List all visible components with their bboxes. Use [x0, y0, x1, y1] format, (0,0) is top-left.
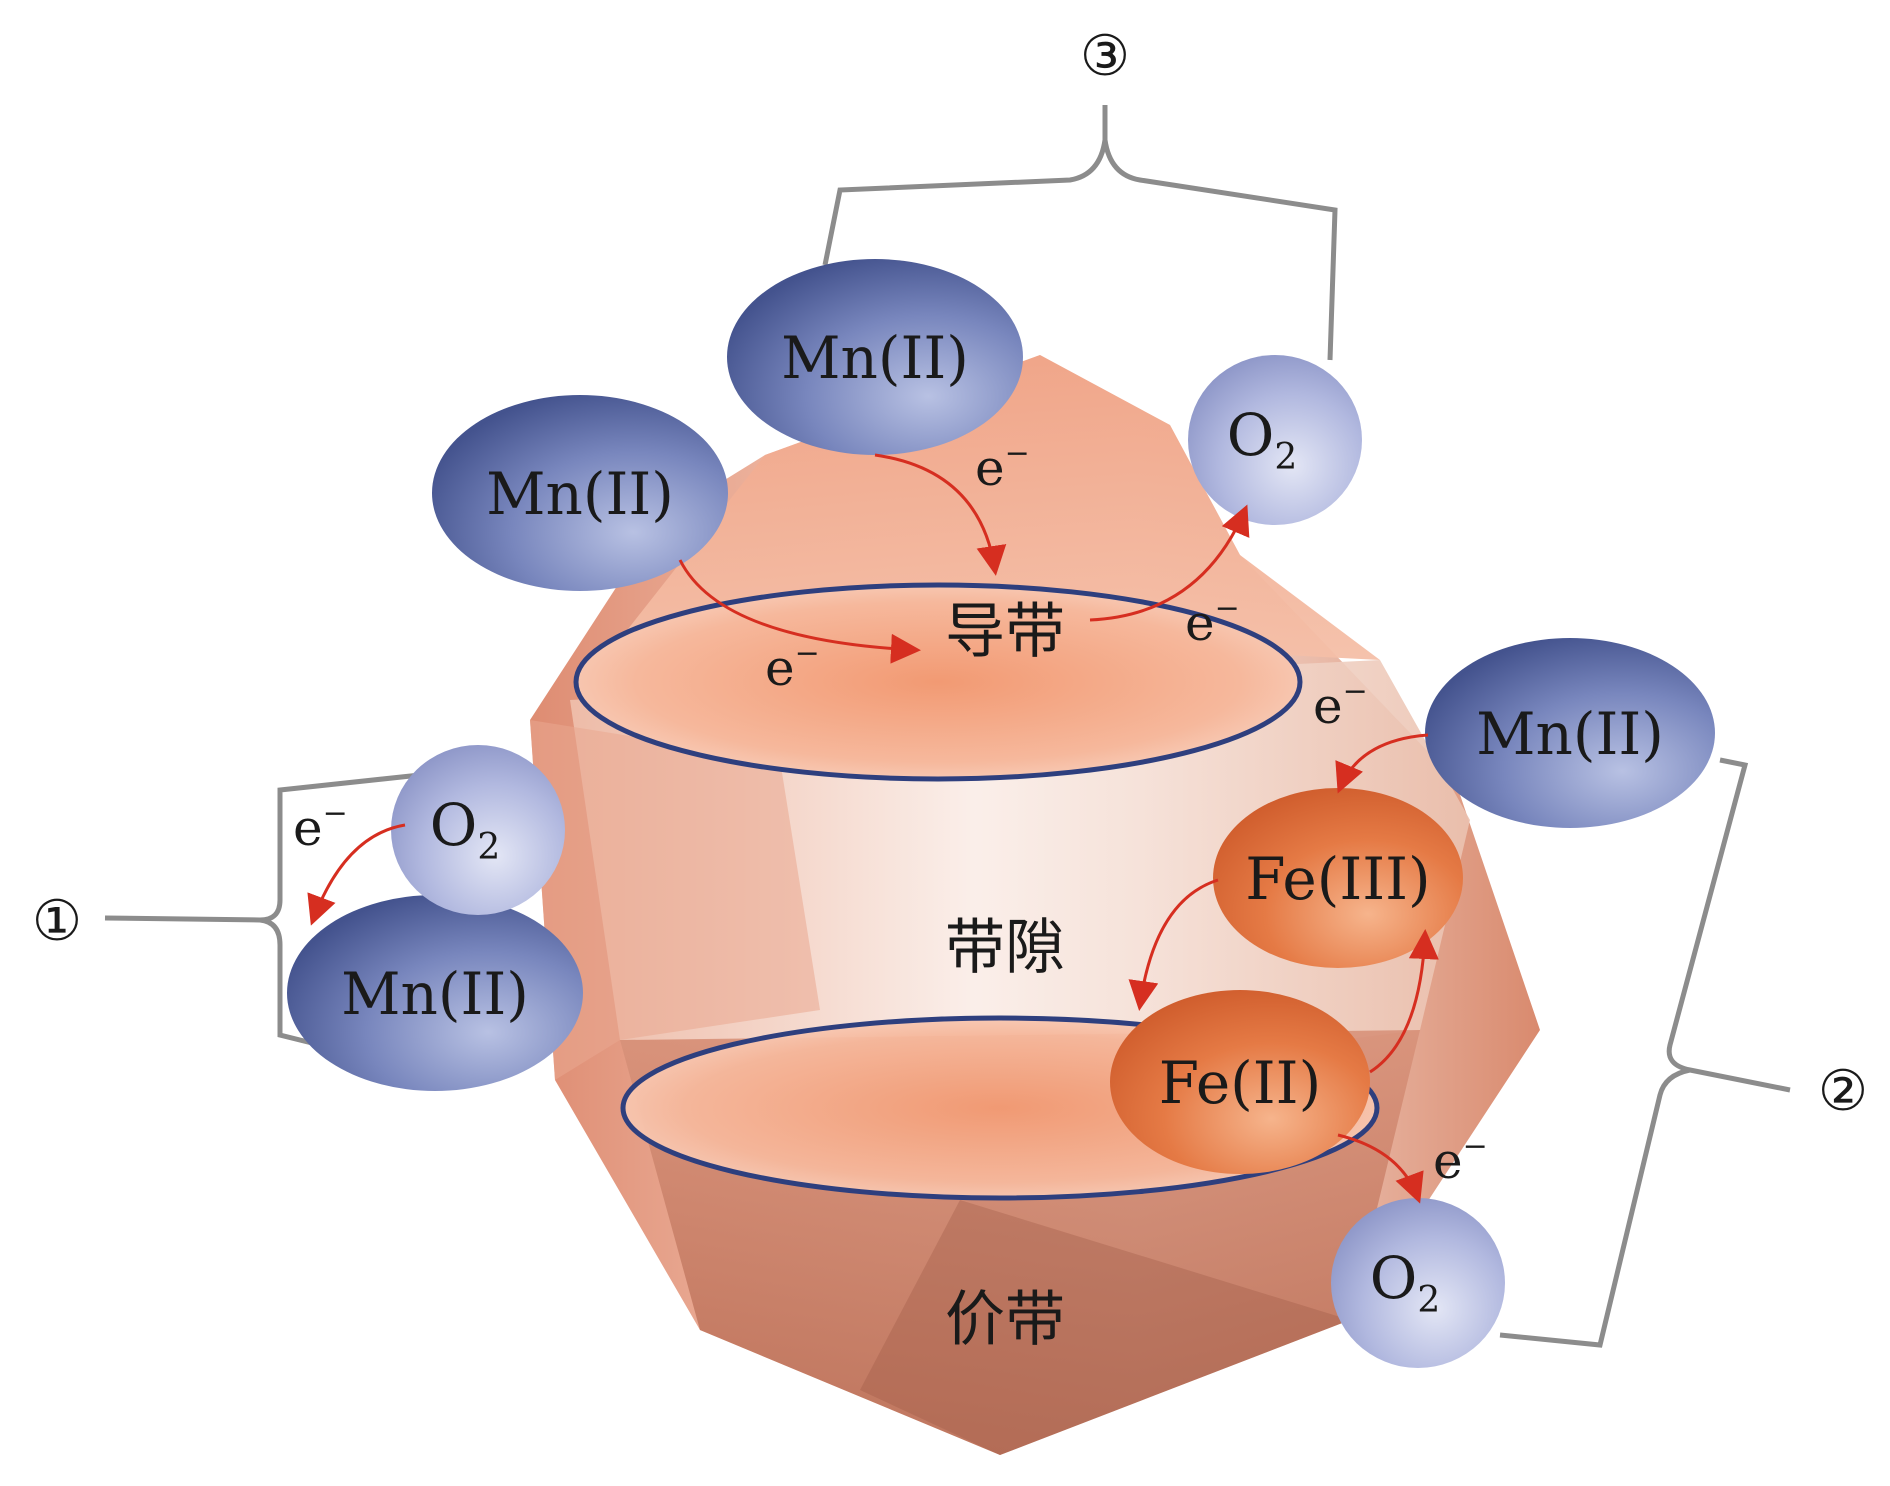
electron-base: e — [1185, 594, 1215, 652]
electron-base: e — [1313, 677, 1343, 735]
electron-base: e — [1433, 1132, 1463, 1190]
pathway-marker-three: ③ — [1080, 24, 1130, 89]
mn-right-ellipse — [1425, 638, 1715, 828]
electron-label-left-cb: e− — [765, 636, 820, 697]
mn-left-upper-label: Mn(II) — [486, 460, 674, 528]
valence-band-label: 价带 — [945, 1285, 1065, 1355]
o2-left-ellipse — [391, 745, 565, 915]
o2-top-subscript: 2 — [1274, 437, 1297, 478]
electron-base: e — [765, 639, 795, 697]
conduction-band-label: 导带 — [945, 597, 1065, 667]
arrow-cb-to-o2-top — [1089, 504, 1250, 622]
electron-label-bracket-one: e− — [293, 796, 348, 857]
band-gap-label: 带隙 — [945, 913, 1065, 983]
bracket-one — [104, 772, 421, 1048]
electron-label-mn-right: e− — [1313, 674, 1368, 735]
electron-sign: − — [1215, 591, 1240, 626]
mn-top-ellipse — [727, 259, 1023, 455]
arrow-fe2-to-o2 — [1337, 1133, 1424, 1204]
o2-bottom-ellipse — [1331, 1198, 1505, 1368]
fe3-ellipse — [1213, 788, 1463, 968]
electron-sign: − — [1463, 1129, 1488, 1164]
bracket-two — [1499, 757, 1791, 1348]
fe3-label: Fe(III) — [1245, 845, 1430, 913]
o2-left-base: O — [430, 791, 478, 859]
electron-arrows — [307, 453, 1439, 1204]
o2-top-base: O — [1227, 401, 1275, 469]
fe2-ellipse — [1110, 990, 1370, 1174]
crystal-bottom-shade — [860, 1200, 1350, 1455]
fe2-label: Fe(II) — [1159, 1049, 1321, 1117]
arrow-fe3-to-fe2 — [1128, 878, 1219, 1011]
electron-label-right-cb: e− — [1185, 591, 1240, 652]
electron-sign: − — [1005, 436, 1030, 471]
o2-left-subscript: 2 — [477, 827, 500, 868]
electron-sign: − — [323, 796, 348, 831]
mn-top-label: Mn(II) — [781, 324, 969, 392]
crystal-left-facet — [530, 720, 820, 1080]
mn-left-lower-ellipse — [287, 895, 583, 1091]
pathway-marker-two: ② — [1818, 1059, 1868, 1124]
o2-bottom-label: O2 — [1370, 1244, 1440, 1321]
conduction-band-disk — [578, 587, 1298, 777]
electron-label-top: e− — [975, 436, 1030, 497]
arrow-o2-to-mn-left — [307, 823, 406, 926]
arrow-mn-left-to-cb — [678, 559, 921, 664]
mn-left-upper-ellipse — [432, 395, 728, 591]
electron-sign: − — [795, 636, 820, 671]
conduction-band-ring — [573, 582, 1303, 782]
mn-left-lower-label: Mn(II) — [341, 960, 529, 1028]
mn-right-label: Mn(II) — [1476, 700, 1664, 768]
o2-bottom-subscript: 2 — [1417, 1280, 1440, 1321]
electron-label-fe2-o2: e− — [1433, 1129, 1488, 1190]
bracket-three — [822, 105, 1338, 361]
o2-bottom-base: O — [1370, 1244, 1418, 1312]
electron-sign: − — [1343, 674, 1368, 709]
o2-top-ellipse — [1188, 355, 1362, 525]
arrow-fe2-to-fe3 — [1369, 929, 1439, 1074]
arrow-mn-right-to-fe3 — [1335, 733, 1429, 794]
electron-base: e — [293, 799, 323, 857]
valence-band-ring — [620, 1015, 1380, 1201]
arrow-mn-top-to-cb — [874, 453, 1007, 576]
o2-left-label: O2 — [430, 791, 500, 868]
o2-top-label: O2 — [1227, 401, 1297, 478]
pathway-marker-one: ① — [32, 889, 82, 954]
brackets — [104, 105, 1791, 1348]
electron-base: e — [975, 439, 1005, 497]
